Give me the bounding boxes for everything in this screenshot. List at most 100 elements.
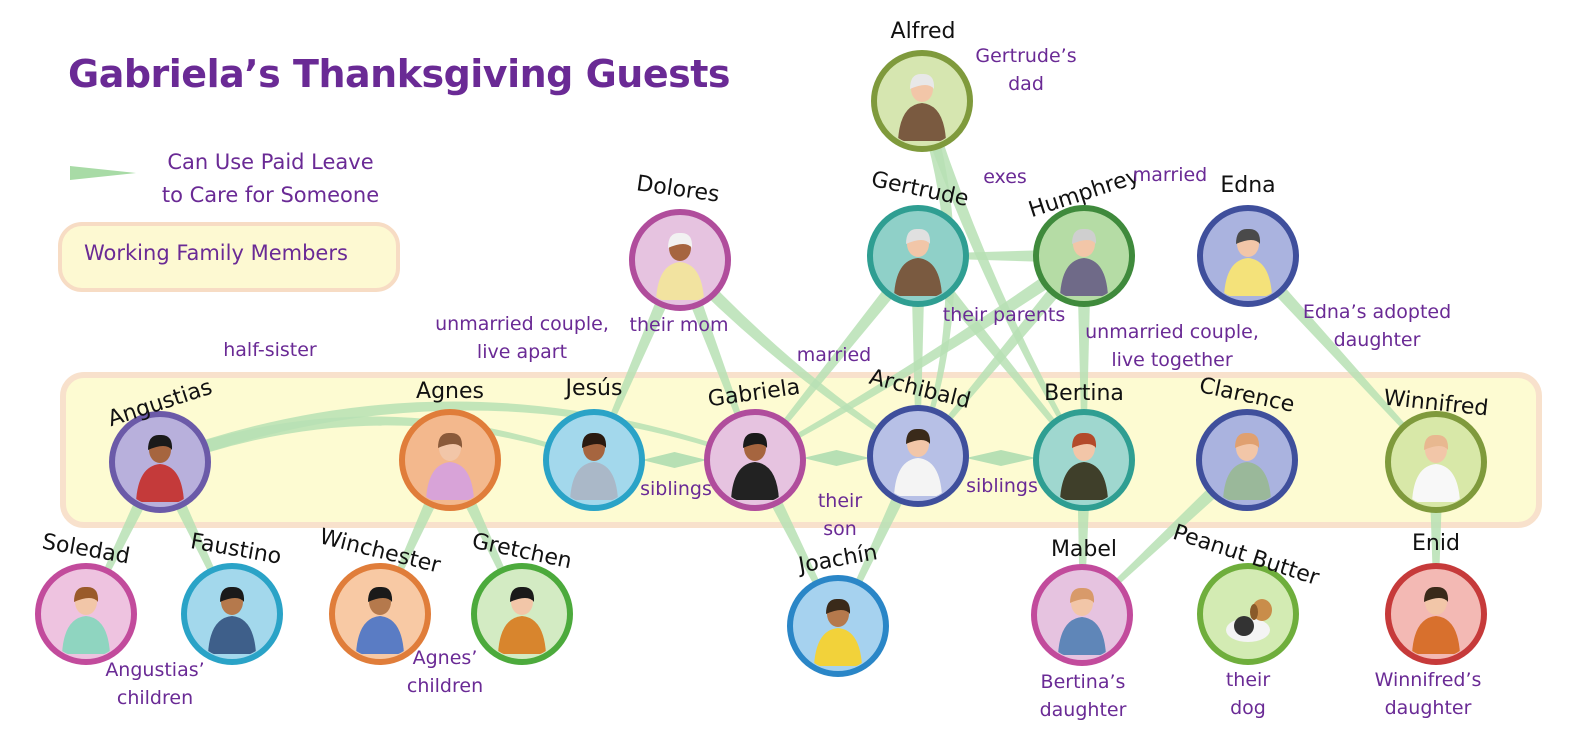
label-unmarried-apart: unmarried couple, live apart xyxy=(435,313,609,363)
label-unmarried-together-line-0: unmarried couple, xyxy=(1085,321,1259,343)
label-agnes-children-line-1: children xyxy=(407,675,483,697)
figure-clarence-icon xyxy=(1223,432,1271,500)
figure-mabel-icon xyxy=(1058,587,1106,655)
person-winnifred: Winnifred xyxy=(1382,386,1490,513)
link-clarence-mabel xyxy=(1080,454,1252,617)
person-gabriela: Gabriela xyxy=(704,375,806,511)
label-siblings-left: siblings xyxy=(640,478,712,500)
person-jesus: Jesús xyxy=(543,376,645,511)
label-angustias-children-line-0: Angustias’ xyxy=(105,659,204,681)
name-edna: Edna xyxy=(1220,173,1275,198)
link-edna-winnifred xyxy=(1242,251,1438,464)
label-unmarried-together-line-1: live together xyxy=(1111,349,1233,371)
label-edna-note-line-1: daughter xyxy=(1334,329,1421,351)
name-alfred: Alfred xyxy=(891,19,956,44)
person-humphrey: Humphrey xyxy=(1026,164,1143,307)
label-their-son: their son xyxy=(818,490,862,540)
person-agnes: Agnes xyxy=(399,379,501,511)
label-alfred-note: Gertrude’s dad xyxy=(975,45,1076,95)
label-exes: exes xyxy=(983,166,1027,188)
label-layer: Gertrude’s dad exes married their parents the… xyxy=(105,45,1481,721)
figure-bertina-icon xyxy=(1060,432,1108,500)
person-joachin: Joachín xyxy=(787,540,889,677)
name-bertina: Bertina xyxy=(1044,381,1124,406)
label-siblings-right-line-0: siblings xyxy=(966,475,1038,497)
figure-faustino-icon xyxy=(208,586,256,654)
legend-arrow-text: Can Use Paid Leave to Care for Someone xyxy=(148,146,393,212)
figure-edna-icon xyxy=(1224,228,1272,296)
legend-arrow-line2: to Care for Someone xyxy=(161,183,380,207)
label-married-top-line-0: married xyxy=(1133,164,1207,186)
person-gretchen: Gretchen xyxy=(470,529,574,665)
figure-winnifred-icon xyxy=(1412,434,1460,502)
figure-alfred-icon xyxy=(898,73,946,141)
label-half-sister: half-sister xyxy=(223,339,317,361)
label-married-mid-line-0: married xyxy=(797,344,871,366)
label-their-parents: their parents xyxy=(943,304,1066,326)
name-enid: Enid xyxy=(1412,531,1460,556)
name-winnifred: Winnifred xyxy=(1382,386,1489,422)
label-siblings-left-line-0: siblings xyxy=(640,478,712,500)
person-archibald: Archibald xyxy=(867,365,973,507)
person-mabel: Mabel xyxy=(1031,537,1133,666)
label-married-top: married xyxy=(1133,164,1207,186)
figure-gertrude-icon xyxy=(894,228,942,296)
label-alfred-note-line-1: dad xyxy=(1008,73,1044,95)
name-dolores: Dolores xyxy=(635,171,721,207)
legend-arrow-line1: Can Use Paid Leave xyxy=(167,150,374,174)
label-agnes-children: Agnes’ children xyxy=(407,647,483,697)
name-jesus: Jesús xyxy=(564,376,623,401)
person-enid: Enid xyxy=(1385,531,1487,665)
figure-agnes-icon xyxy=(426,432,474,500)
label-married-mid: married xyxy=(797,344,871,366)
figure-gretchen-icon xyxy=(498,586,546,654)
label-unmarried-together: unmarried couple, live together xyxy=(1085,321,1259,371)
label-edna-note: Edna’s adopted daughter xyxy=(1303,301,1451,351)
label-alfred-note-line-0: Gertrude’s xyxy=(975,45,1076,67)
label-unmarried-apart-line-1: live apart xyxy=(477,341,567,363)
figure-archibald-icon xyxy=(894,428,942,496)
person-gertrude: Gertrude xyxy=(867,167,971,307)
link-humphrey-archibald xyxy=(916,251,1090,458)
label-their-dog-line-0: their xyxy=(1226,669,1270,691)
link-humphrey-gabriela xyxy=(753,250,1088,462)
label-exes-line-0: exes xyxy=(983,166,1027,188)
legend-arrow-icon xyxy=(70,166,136,180)
label-half-sister-line-0: half-sister xyxy=(223,339,317,361)
link-humphrey-bertina xyxy=(1077,256,1091,460)
label-agnes-children-line-0: Agnes’ xyxy=(413,647,478,669)
figure-enid-icon xyxy=(1412,586,1460,654)
label-their-son-line-1: son xyxy=(823,518,857,540)
person-clarence: Clarence xyxy=(1196,373,1298,511)
page-title: Gabriela’s Thanksgiving Guests xyxy=(68,52,731,96)
label-unmarried-apart-line-0: unmarried couple, xyxy=(435,313,609,335)
link-gertrude-gabriela xyxy=(753,251,924,462)
figure-dolores-icon xyxy=(656,232,704,300)
figure-soledad-icon xyxy=(62,586,110,654)
legend-working-text: Working Family Members xyxy=(84,241,348,265)
link-alfred-bertina xyxy=(915,98,1086,461)
name-agnes: Agnes xyxy=(416,379,484,404)
sibling-link-gabriela-archibald xyxy=(803,450,870,466)
person-winchester: Winchester xyxy=(317,524,444,665)
label-their-son-line-0: their xyxy=(818,490,862,512)
name-gabriela: Gabriela xyxy=(706,375,801,413)
figure-jesus-icon xyxy=(570,432,618,500)
link-dolores-jesus xyxy=(592,257,687,461)
person-soledad: Soledad xyxy=(35,529,137,665)
label-angustias-children-line-1: children xyxy=(117,687,193,709)
figure-joachin-icon xyxy=(814,598,862,666)
figure-winchester-icon xyxy=(356,586,404,654)
label-edna-note-line-0: Edna’s adopted xyxy=(1303,301,1451,323)
person-dolores: Dolores xyxy=(629,171,731,311)
label-winnifred-daughter-line-1: daughter xyxy=(1385,697,1472,719)
person-alfred: Alfred xyxy=(871,19,973,152)
figure-angustias-icon xyxy=(136,434,184,502)
legend-working-box xyxy=(58,222,400,292)
person-edna: Edna xyxy=(1197,173,1299,307)
